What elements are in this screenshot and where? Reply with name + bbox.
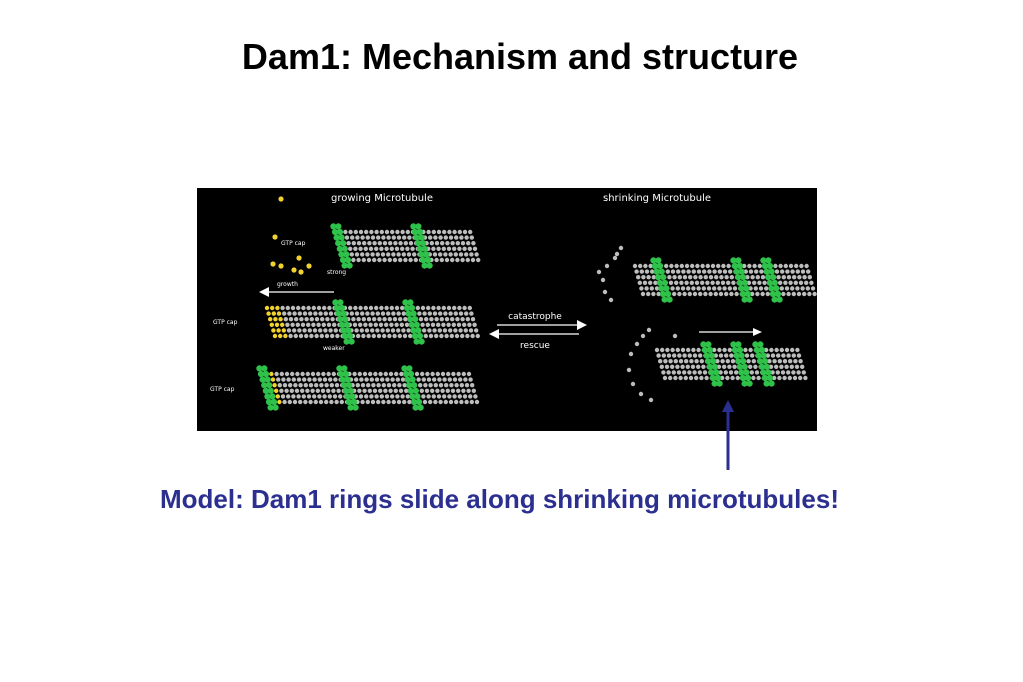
gtp-dimers-free [270, 196, 312, 275]
gtp-cap-label-3: GTP cap [210, 386, 235, 393]
growing-microtubule-2 [264, 299, 480, 345]
growing-microtubule-3 [256, 365, 480, 411]
microtubule-diagram: growing Microtubule shrinking Microtubul… [197, 188, 817, 431]
catastrophe-arrow [497, 320, 587, 330]
shrinking-microtubule-2 [626, 327, 808, 403]
pointer-arrow [722, 400, 734, 470]
growing-microtubule-1 [270, 196, 312, 275]
shrinking-microtubule-1 [596, 245, 817, 303]
sliding-arrow [699, 328, 762, 336]
growth-label: growth [277, 281, 298, 288]
shrinking-header: shrinking Microtubule [603, 193, 711, 204]
growing-header: growing Microtubule [331, 193, 433, 204]
model-caption: Model: Dam1 rings slide along shrinking … [160, 484, 839, 514]
gtp-cap-label-2: GTP cap [213, 319, 238, 326]
microtubule-lattices [256, 223, 817, 411]
gtp-cap-label-1: GTP cap [281, 240, 306, 247]
diagram-canvas: growing Microtubule shrinking Microtubul… [210, 193, 817, 411]
strong-label: strong [327, 269, 346, 276]
growth-arrow [259, 287, 334, 297]
weaker-label: weaker [323, 345, 345, 352]
rescue-arrow [489, 329, 579, 339]
slide-title: Dam1: Mechanism and structure [241, 36, 799, 77]
rescue-label: rescue [520, 341, 550, 351]
growing-microtubule-1 [330, 223, 481, 269]
catastrophe-label: catastrophe [508, 312, 562, 322]
